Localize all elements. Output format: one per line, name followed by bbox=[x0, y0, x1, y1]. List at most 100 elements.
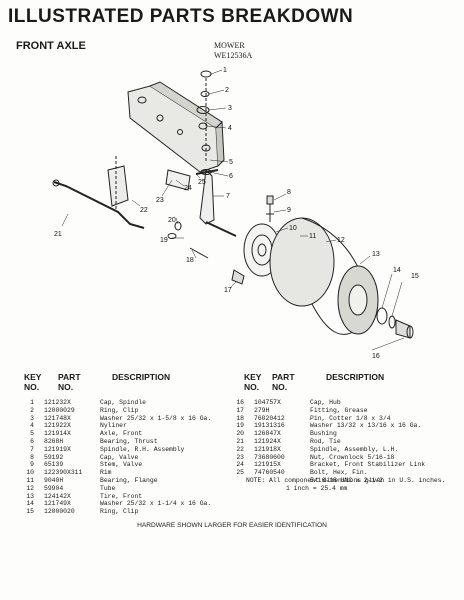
callout-10: 10 bbox=[289, 225, 297, 232]
callout-15: 15 bbox=[411, 273, 419, 280]
key-number: 3 bbox=[30, 414, 34, 422]
key-number: 2 bbox=[30, 406, 34, 414]
part-number: 65139 bbox=[44, 461, 64, 469]
key-number: 22 bbox=[236, 445, 244, 453]
part-number: 59904 bbox=[44, 484, 64, 492]
part-number: 104757X bbox=[254, 399, 281, 406]
key-number: 11 bbox=[26, 476, 34, 484]
key-number: 1 bbox=[30, 399, 34, 406]
callout-21: 21 bbox=[54, 231, 62, 238]
key-number: 10 bbox=[26, 469, 34, 477]
table-row: 16 104757X Cap, Hub bbox=[230, 399, 425, 407]
part-description: Bushing bbox=[310, 430, 337, 438]
part-description: Spindle, Assembly, L.H. bbox=[310, 445, 399, 453]
callout-5: 5 bbox=[229, 159, 233, 166]
part-description: Washer 13/32 x 13/16 x 16 Ga. bbox=[310, 422, 422, 430]
callout-7: 7 bbox=[226, 193, 230, 200]
part-number: 121919X bbox=[44, 445, 71, 453]
footer-note: HARDWARE SHOWN LARGER FOR EASIER IDENTIF… bbox=[137, 522, 327, 529]
part-description: Fitting, Grease bbox=[310, 406, 368, 414]
callout-8: 8 bbox=[287, 189, 291, 196]
part-number: 121922X bbox=[44, 422, 71, 430]
part-description: Tube bbox=[100, 484, 116, 492]
key-number: 4 bbox=[30, 422, 34, 430]
callout-2: 2 bbox=[225, 87, 229, 94]
callout-24: 24 bbox=[184, 185, 192, 192]
callout-22: 22 bbox=[140, 207, 148, 214]
table-row: 19 19131316 Washer 13/32 x 13/16 x 16 Ga. bbox=[230, 422, 425, 430]
part-number: 74760540 bbox=[254, 469, 285, 477]
section-title: FRONT AXLE bbox=[16, 40, 86, 52]
part-number: 19131316 bbox=[254, 422, 285, 430]
page-title: ILLUSTRATED PARTS BREAKDOWN bbox=[8, 6, 354, 27]
tie-rod bbox=[53, 181, 145, 229]
part-number: 121924X bbox=[254, 437, 281, 445]
part-description: Cap, Hub bbox=[310, 399, 341, 406]
callout-3: 3 bbox=[228, 105, 232, 112]
part-number: 121748X bbox=[44, 414, 71, 422]
key-number: 14 bbox=[26, 500, 34, 508]
part-description: Tire, Front bbox=[100, 492, 143, 500]
part-number: 76020412 bbox=[254, 414, 285, 422]
part-description: Bearing, Thrust bbox=[100, 437, 158, 445]
key-number: 17 bbox=[236, 406, 244, 414]
part-description: Spindle, R.H. Assembly bbox=[100, 445, 185, 453]
callout-11: 11 bbox=[309, 233, 316, 240]
spindle-right bbox=[199, 168, 215, 225]
part-number: 73680600 bbox=[254, 453, 285, 461]
part-description: Bearing, Flange bbox=[100, 476, 158, 484]
callout-12: 12 bbox=[337, 237, 345, 244]
key-number: 13 bbox=[26, 492, 34, 500]
part-description: Bolt, Hex, Fin. bbox=[310, 469, 368, 477]
table-row: 5/16-18 UNC x 2-1/2 bbox=[230, 477, 425, 485]
key-number: 5 bbox=[30, 430, 34, 438]
part-number: 122390X311 bbox=[44, 469, 83, 477]
exploded-diagram: 1 2 3 4 5 6 7 8 9 10 11 12 13 14 15 16 1… bbox=[52, 67, 419, 360]
key-number: 23 bbox=[236, 453, 244, 461]
front-axle-beam bbox=[127, 81, 225, 173]
part-number: 12000029 bbox=[44, 406, 75, 414]
callout-23: 23 bbox=[156, 197, 164, 204]
part-description: Ring, Clip bbox=[100, 508, 139, 516]
model-label: MOWER bbox=[214, 41, 245, 50]
key-number bbox=[230, 477, 244, 485]
key-number: 16 bbox=[236, 399, 244, 406]
part-description: Cap, Spindle bbox=[100, 399, 147, 406]
clip-ring-upper bbox=[200, 91, 210, 97]
part-number: 9040H bbox=[44, 476, 64, 484]
front-tire bbox=[269, 217, 379, 335]
part-description: 5/16-18 UNC x 2-1/2 bbox=[310, 476, 383, 484]
clip-ring-outer bbox=[388, 315, 396, 329]
callout-20: 20 bbox=[168, 217, 176, 224]
model-block: MOWER WE12536A bbox=[214, 41, 252, 61]
table-header-key-left: KEY NO. bbox=[24, 372, 42, 392]
part-description: Washer 25/32 x 1-5/8 x 16 Ga. bbox=[100, 414, 212, 422]
table-header-key-right: KEY NO. bbox=[244, 372, 262, 392]
callout-4: 4 bbox=[228, 125, 232, 132]
table-row: 23 73680600 Nut, Crownlock 5/16-18 bbox=[230, 454, 425, 462]
callout-13: 13 bbox=[372, 251, 380, 258]
table-header-description-left: DESCRIPTION bbox=[112, 372, 171, 382]
dimension-note: NOTE: All component dimensions given in … bbox=[246, 477, 446, 492]
hub-cap bbox=[395, 319, 411, 339]
part-description: Nut, Crownlock 5/16-18 bbox=[310, 453, 395, 461]
part-description: Axle, Front bbox=[100, 430, 143, 438]
part-number: 121918X bbox=[254, 445, 281, 453]
key-number: 19 bbox=[236, 422, 244, 430]
table-header-description-right: DESCRIPTION bbox=[326, 372, 385, 382]
part-number: 59192 bbox=[44, 453, 64, 461]
callout-25: 25 bbox=[198, 179, 206, 186]
table-row: 3 121748X Washer 25/32 x 1-5/8 x 16 Ga. bbox=[20, 415, 211, 423]
